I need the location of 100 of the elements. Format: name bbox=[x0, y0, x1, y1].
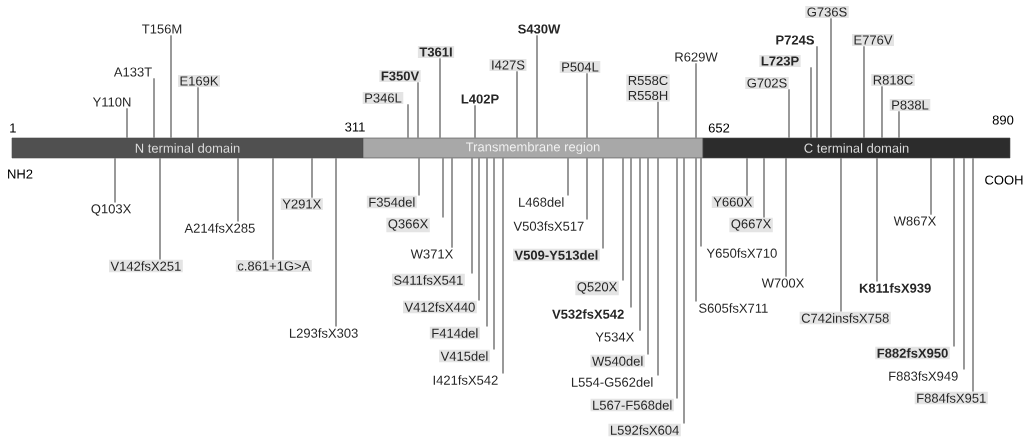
leader-line bbox=[311, 157, 313, 199]
position-number: 311 bbox=[345, 122, 365, 132]
mutation-label: c.861+1G>A bbox=[235, 259, 312, 273]
mutation-label: L723P bbox=[759, 54, 801, 68]
leader-line bbox=[810, 66, 812, 139]
mutation-label: P504L bbox=[559, 60, 601, 74]
leader-line bbox=[418, 157, 420, 196]
mutation-label: V412fsX440 bbox=[402, 300, 477, 314]
mutation-label: W700X bbox=[761, 278, 805, 288]
mutation-label: F884fsX951 bbox=[914, 391, 988, 405]
leader-line bbox=[451, 157, 453, 249]
position-number: 890 bbox=[992, 115, 1014, 125]
leader-line bbox=[657, 157, 659, 376]
leader-line bbox=[622, 157, 624, 281]
mutation-label: A214fsX285 bbox=[184, 223, 255, 233]
mutation-label: Q103X bbox=[91, 204, 132, 216]
leader-line bbox=[863, 45, 865, 139]
mutation-label: V503fsX517 bbox=[513, 221, 584, 231]
mutation-label: Y291X bbox=[280, 197, 323, 211]
mutation-label: W371X bbox=[410, 249, 454, 259]
leader-line bbox=[881, 85, 883, 139]
leader-line bbox=[586, 157, 588, 221]
mutation-label: S605fsX711 bbox=[699, 303, 768, 313]
terminus-label: COOH bbox=[985, 175, 1023, 185]
leader-line bbox=[516, 70, 518, 139]
leader-line bbox=[695, 157, 697, 302]
mutation-label: I421fsX542 bbox=[433, 375, 498, 385]
mutation-label: Y650fsX710 bbox=[706, 248, 777, 258]
leader-line bbox=[335, 157, 337, 327]
mutation-label: V509-Y513del bbox=[512, 248, 600, 262]
leader-line bbox=[417, 81, 419, 139]
position-number: 652 bbox=[708, 123, 730, 133]
leader-line bbox=[630, 157, 632, 308]
leader-line bbox=[478, 157, 480, 301]
leader-line bbox=[657, 101, 659, 139]
mutation-label: S430W bbox=[518, 24, 561, 34]
mutation-label: Q520X bbox=[575, 280, 619, 296]
leader-line bbox=[785, 157, 787, 278]
mutation-label: I427S bbox=[489, 58, 527, 72]
leader-line bbox=[972, 157, 974, 392]
mutation-label: Q366X bbox=[386, 217, 430, 233]
leader-line bbox=[502, 157, 504, 374]
mutation-label: W540del bbox=[590, 354, 645, 368]
mutation-label: L554-G562del bbox=[571, 377, 653, 387]
mutation-label: G702S bbox=[745, 76, 789, 90]
leader-line bbox=[159, 157, 161, 261]
mutation-label: F882fsX950 bbox=[875, 346, 950, 360]
position-number: 1 bbox=[10, 123, 16, 133]
domain-bar: N terminal domain bbox=[11, 137, 364, 159]
mutation-label: R629W bbox=[675, 52, 718, 62]
leader-line bbox=[763, 157, 765, 219]
mutation-label: E776V bbox=[852, 33, 894, 47]
mutation-label: F414del bbox=[429, 326, 480, 340]
leader-line bbox=[816, 45, 818, 139]
leader-line bbox=[586, 72, 588, 139]
leader-line bbox=[898, 110, 900, 139]
leader-line bbox=[700, 157, 702, 247]
leader-line bbox=[676, 157, 678, 399]
mutation-label: K811fsX939 bbox=[859, 283, 931, 293]
leader-line bbox=[474, 104, 476, 139]
leader-line bbox=[493, 157, 495, 350]
leader-line bbox=[639, 157, 641, 332]
leader-line bbox=[647, 157, 649, 355]
mutation-label: E169K bbox=[178, 74, 220, 88]
leader-line bbox=[439, 57, 441, 139]
mutation-label: Y110N bbox=[92, 97, 131, 107]
mutation-label: F350V bbox=[379, 69, 421, 83]
mutation-label: P724S bbox=[776, 35, 814, 45]
leader-line bbox=[471, 157, 473, 275]
leader-line bbox=[830, 17, 832, 139]
leader-line bbox=[126, 107, 128, 139]
leader-line bbox=[695, 62, 697, 139]
mutation-label: R818C bbox=[871, 73, 915, 87]
leader-line bbox=[486, 157, 488, 327]
mutation-label: V142fsX251 bbox=[109, 259, 183, 273]
leader-line bbox=[114, 157, 116, 203]
mutation-label: Q667X bbox=[729, 217, 773, 233]
mutation-label: L567-F568del bbox=[590, 398, 674, 412]
leader-line bbox=[788, 88, 790, 139]
mutation-label: F883fsX949 bbox=[889, 371, 958, 381]
mutation-label: L402P bbox=[461, 94, 499, 104]
leader-line bbox=[953, 157, 955, 347]
leader-line bbox=[930, 157, 932, 216]
leader-line bbox=[407, 103, 409, 139]
mutation-label: Y534X bbox=[595, 332, 635, 342]
mutation-label: P838L bbox=[889, 98, 931, 112]
mutation-label: V532fsX542 bbox=[552, 309, 624, 319]
mutation-label: P346L bbox=[362, 91, 404, 105]
leader-line bbox=[840, 157, 842, 312]
mutation-label: F354del bbox=[366, 195, 417, 209]
leader-line bbox=[153, 77, 155, 139]
leader-line bbox=[876, 157, 878, 282]
leader-line bbox=[746, 157, 748, 197]
mutation-label: L468del bbox=[519, 197, 564, 207]
mutation-label: T361I bbox=[417, 45, 455, 59]
domain-bar: Transmembrane region bbox=[362, 137, 704, 159]
leader-line bbox=[272, 157, 274, 261]
mutation-label: G736S bbox=[805, 5, 849, 19]
mutation-label: L293fsX303 bbox=[290, 328, 358, 338]
mutation-label: T156M bbox=[142, 24, 182, 34]
